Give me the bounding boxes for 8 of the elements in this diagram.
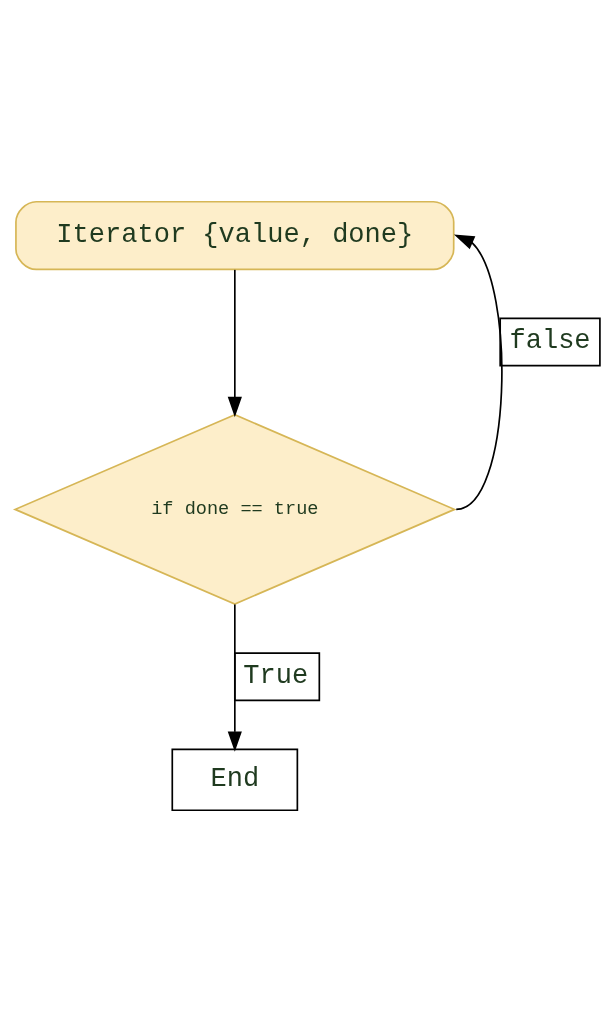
- node-box: End: [171, 748, 299, 811]
- edge-label: false: [509, 324, 591, 356]
- arrow: [227, 603, 242, 752]
- arrow: [227, 268, 242, 417]
- node-diamond: if done == true: [12, 413, 457, 605]
- node-box: Iterator {value, done}: [15, 200, 455, 270]
- edge-label: True: [243, 659, 309, 691]
- arrow: [453, 234, 503, 510]
